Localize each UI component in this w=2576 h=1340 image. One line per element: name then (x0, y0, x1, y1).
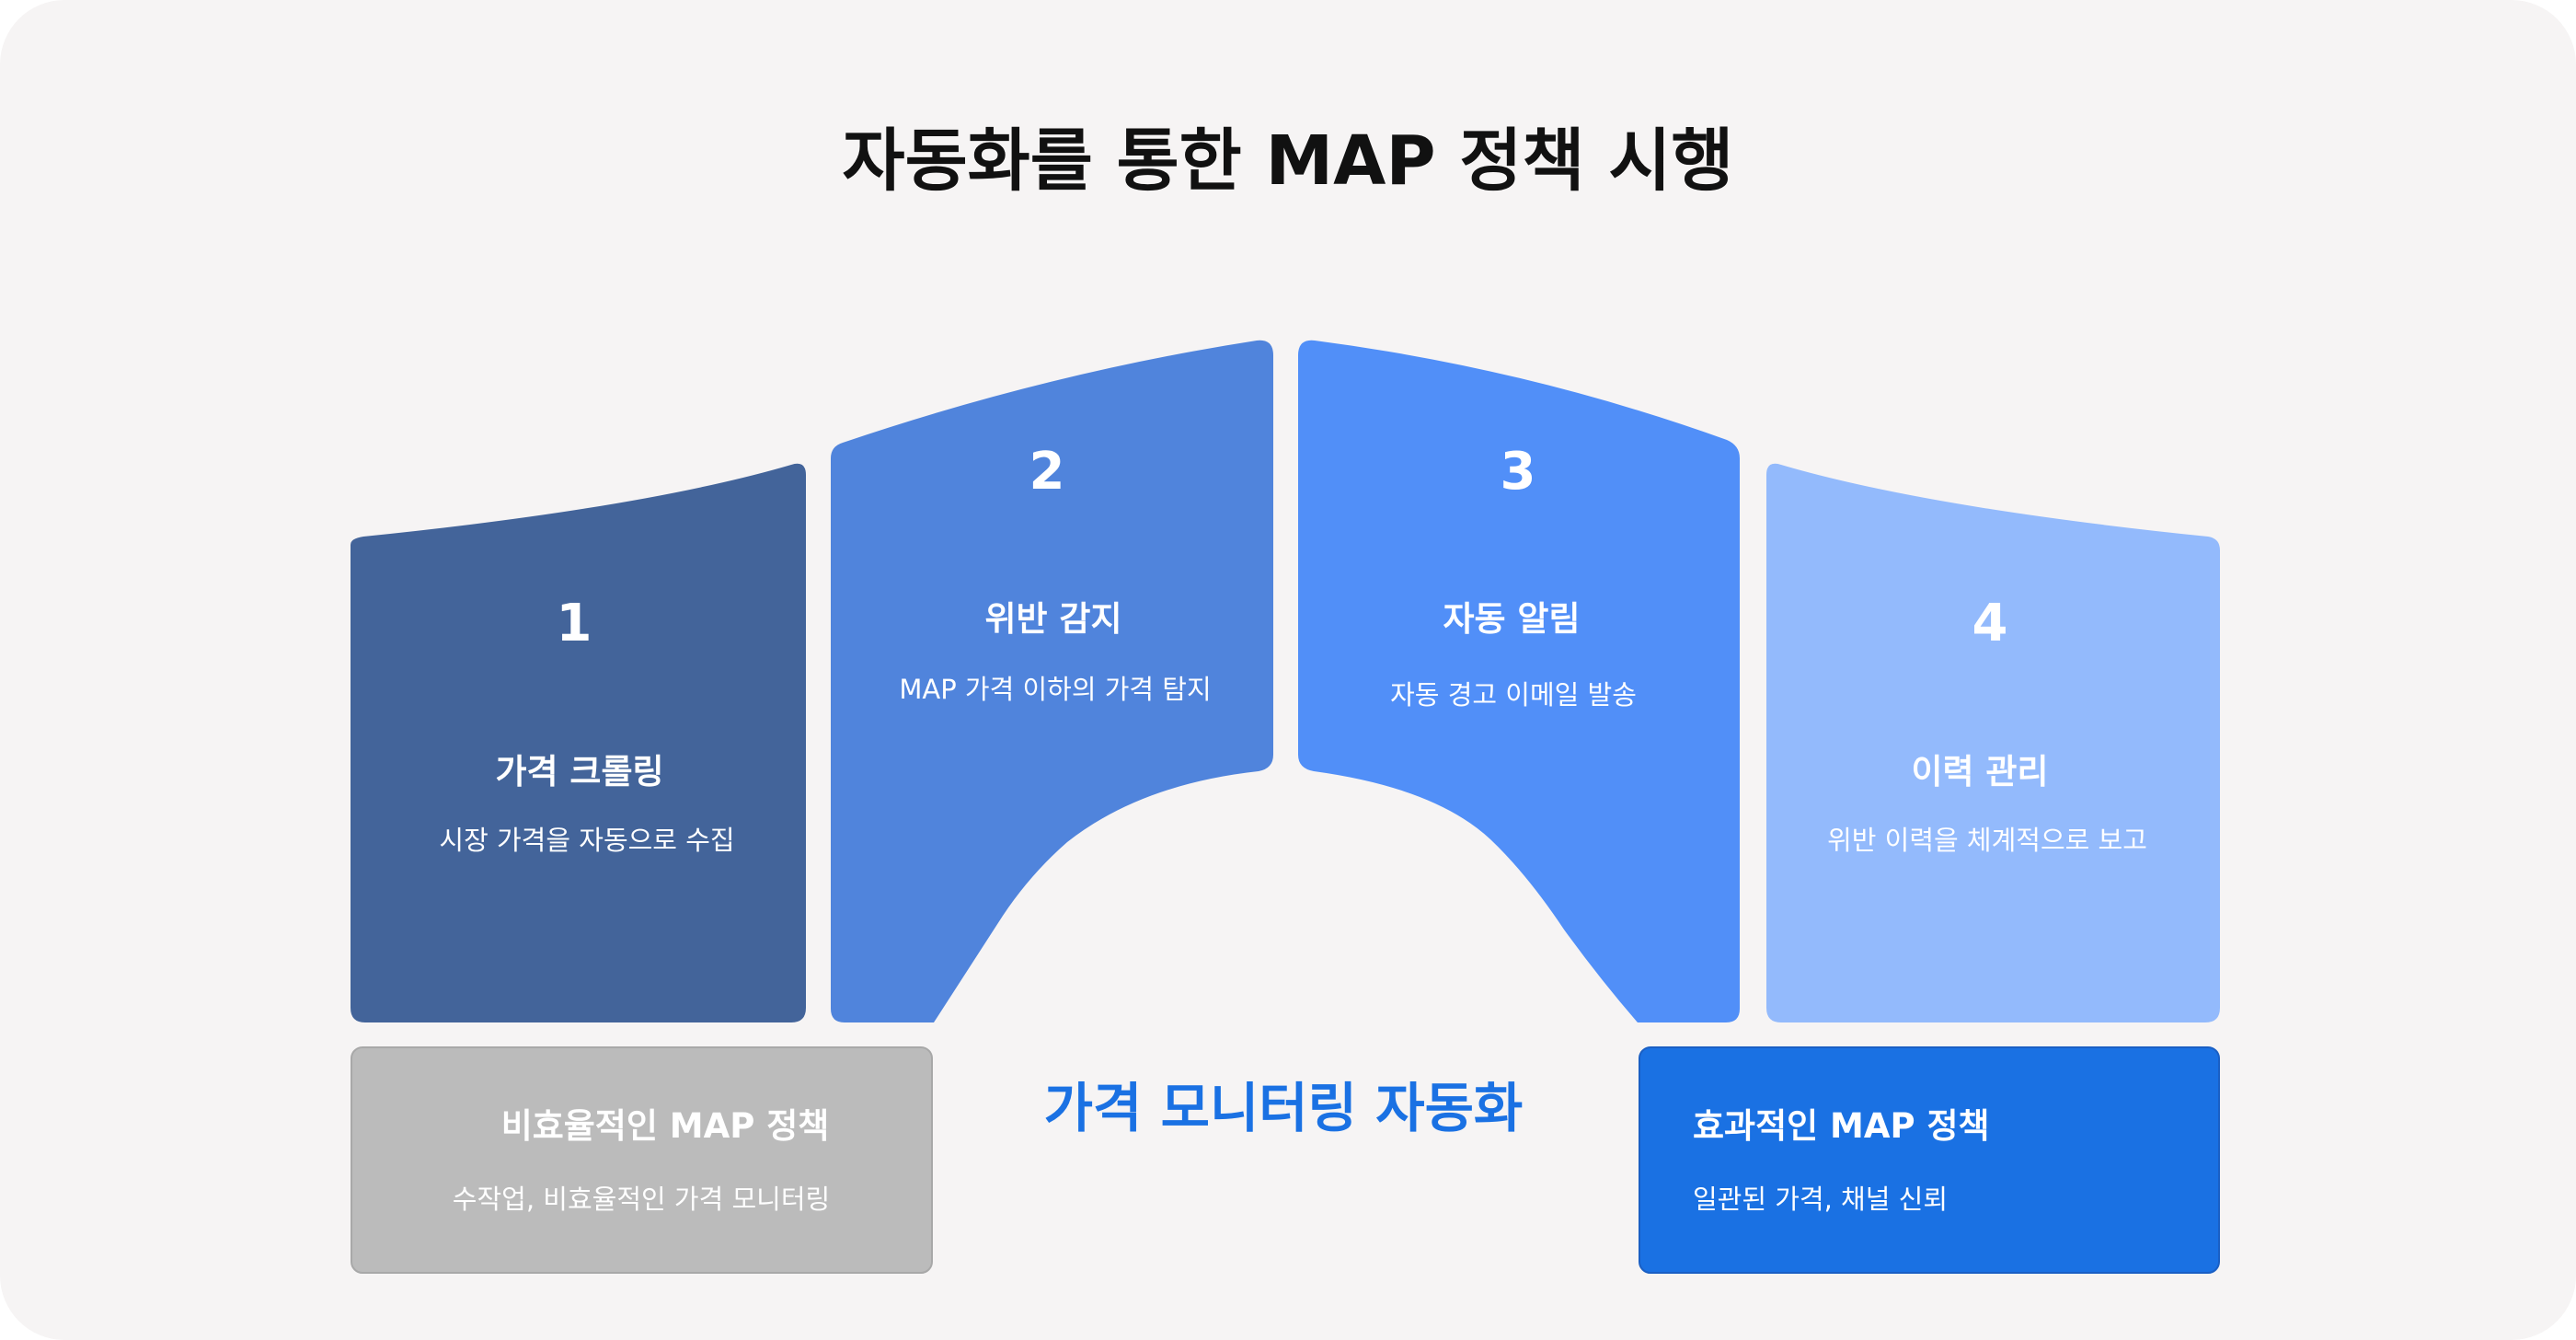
after-state-box (1639, 1046, 2220, 1274)
before-state-heading: 비효율적인 MAP 정책 (501, 1106, 830, 1146)
step-3-number: 3 (1501, 442, 1536, 502)
step-3-heading: 자동 알림 (1443, 599, 1580, 639)
step-2-description: MAP 가격 이하의 가격 탐지 (899, 674, 1211, 705)
step-1-number: 1 (557, 594, 592, 653)
center-automation-label: 가격 모니터링 자동화 (1044, 1077, 1524, 1139)
step-1-heading: 가격 크롤링 (495, 752, 663, 791)
after-state-description: 일관된 가격, 채널 신뢰 (1693, 1184, 1948, 1215)
step-3-description: 자동 경고 이메일 발송 (1390, 679, 1637, 710)
step-4-description: 위반 이력을 체계적으로 보고 (1827, 825, 2147, 856)
step-4-panel (1766, 463, 2220, 1022)
step-2-heading: 위반 감지 (984, 599, 1121, 639)
before-state-box (351, 1046, 933, 1274)
before-state-description: 수작업, 비효율적인 가격 모니터링 (453, 1184, 830, 1215)
step-1-panel (351, 463, 806, 1022)
after-state-heading: 효과적인 MAP 정책 (1693, 1106, 1990, 1146)
diagram-title: 자동화를 통한 MAP 정책 시행 (843, 121, 1734, 201)
step-4-heading: 이력 관리 (1911, 752, 2048, 791)
step-3-panel (1298, 340, 1740, 1022)
step-2-panel (831, 340, 1273, 1022)
step-2-number: 2 (1029, 442, 1065, 502)
step-4-number: 4 (1972, 594, 2008, 653)
step-1-description: 시장 가격을 자동으로 수집 (439, 825, 734, 856)
